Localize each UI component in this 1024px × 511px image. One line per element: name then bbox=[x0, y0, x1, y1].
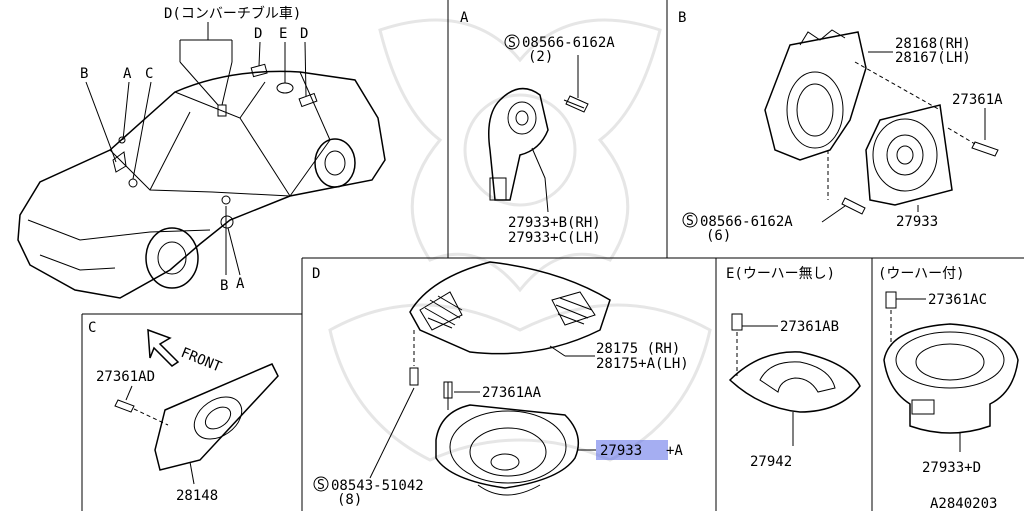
diagram-code: A2840203 bbox=[930, 496, 997, 511]
screw-icon-e1 bbox=[731, 313, 743, 331]
panel-c-title: C bbox=[88, 320, 96, 336]
panel-d-grille-rh: 28175 (RH) bbox=[596, 341, 680, 357]
panel-b: B 28168(RH) 28167(LH) 27361A S 08566-616… bbox=[678, 10, 1003, 244]
panel-b-speaker: 27933 bbox=[896, 214, 938, 230]
woofer-speaker-icon bbox=[883, 323, 1019, 434]
speaker-grille-icon bbox=[409, 261, 611, 355]
panel-a-s-symbol: S bbox=[508, 36, 516, 51]
callout-d-right: D bbox=[300, 26, 308, 42]
highlighted-part-box[interactable] bbox=[596, 440, 668, 460]
panel-e-woofer-title: (ウーハー付) bbox=[878, 266, 965, 282]
panel-c-part: 28148 bbox=[176, 488, 218, 504]
panel-c-screw: 27361AD bbox=[96, 369, 155, 385]
callout-b-bottom: B bbox=[220, 278, 228, 294]
screw-icon-d2 bbox=[443, 381, 453, 399]
panel-c-front: FRONT bbox=[179, 345, 225, 376]
convertible-label: D(コンバーチブル車) bbox=[164, 5, 301, 22]
panel-d-screw: 27361AA bbox=[482, 385, 542, 401]
front-arrow-icon bbox=[147, 328, 180, 367]
screw-icon bbox=[563, 95, 589, 113]
callout-b-top: B bbox=[80, 66, 88, 82]
panel-b-screw-code: 08566-6162A bbox=[700, 214, 793, 230]
panel-a-screw-qty: (2) bbox=[528, 49, 553, 65]
panel-b-screw: 27361A bbox=[952, 92, 1003, 108]
panel-a-title: A bbox=[460, 10, 469, 26]
car-callout-labels: D(コンバーチブル車) D E D B A C B A bbox=[80, 5, 308, 294]
screw-icon-d1 bbox=[409, 367, 419, 386]
tweeter-bracket-icon bbox=[488, 87, 549, 201]
callout-a-bottom: A bbox=[236, 276, 245, 292]
screw-icon-e2 bbox=[885, 291, 897, 309]
panel-e-bracket: 27942 bbox=[750, 454, 792, 470]
callout-e: E bbox=[279, 26, 287, 42]
car-leaders bbox=[85, 22, 307, 276]
panel-d-speaker-highlight[interactable]: 27933 bbox=[600, 443, 642, 459]
panel-a-part-rh: 27933+B(RH) bbox=[508, 215, 601, 231]
callout-a-top: A bbox=[123, 66, 132, 82]
tweeter-bracket-c-icon bbox=[154, 363, 279, 471]
panel-e-no-woofer: E(ウーハー無し) 27361AB 27942 bbox=[726, 266, 861, 470]
panel-e-woofer-screw: 27361AC bbox=[928, 292, 987, 308]
speaker-b-icon bbox=[865, 104, 953, 206]
panel-d-speaker-suffix: +A bbox=[666, 443, 683, 459]
screw-icon-c bbox=[114, 399, 135, 413]
panel-c: C FRONT 27361AD 28148 bbox=[88, 320, 279, 504]
speaker-bracket-e-icon bbox=[728, 351, 861, 413]
panel-d: D 28175 (RH) 28175+A(LH) 27361AA 27933 +… bbox=[312, 261, 689, 508]
screw-icon-b2 bbox=[841, 197, 866, 215]
panel-e-woofer-speaker: 27933+D bbox=[922, 460, 981, 476]
panel-a-screw-code: 08566-6162A bbox=[522, 35, 615, 51]
screw-icon-b bbox=[971, 141, 999, 157]
panel-d-screw-qty: (8) bbox=[337, 492, 362, 508]
panel-d-title: D bbox=[312, 266, 320, 282]
callout-d-left: D bbox=[254, 26, 262, 42]
panel-frames bbox=[81, 0, 1024, 511]
callout-c-top: C bbox=[145, 66, 153, 82]
panel-a-part-lh: 27933+C(LH) bbox=[508, 230, 601, 246]
panel-b-bracket-lh: 28167(LH) bbox=[895, 50, 971, 66]
speaker-d-icon bbox=[435, 404, 580, 489]
panel-e-title: E(ウーハー無し) bbox=[726, 266, 835, 282]
panel-d-s-symbol: S bbox=[317, 478, 325, 493]
panel-b-screw-qty: (6) bbox=[706, 228, 731, 244]
panel-b-s-symbol: S bbox=[686, 214, 694, 229]
panel-d-screw-code: 08543-51042 bbox=[331, 478, 424, 494]
panel-e-woofer: (ウーハー付) 27361AC 27933+D bbox=[878, 266, 1019, 476]
speaker-bracket-icon bbox=[764, 31, 867, 161]
panel-e-screw: 27361AB bbox=[780, 319, 839, 335]
watermark-emblem bbox=[328, 18, 712, 462]
panel-b-bracket-rh: 28168(RH) bbox=[895, 36, 971, 52]
panel-d-grille-lh: 28175+A(LH) bbox=[596, 356, 689, 372]
panel-b-title: B bbox=[678, 10, 686, 26]
car-illustration bbox=[17, 63, 386, 299]
panel-a: A S 08566-6162A (2) 27933+B(RH) 27933+C(… bbox=[460, 10, 615, 246]
